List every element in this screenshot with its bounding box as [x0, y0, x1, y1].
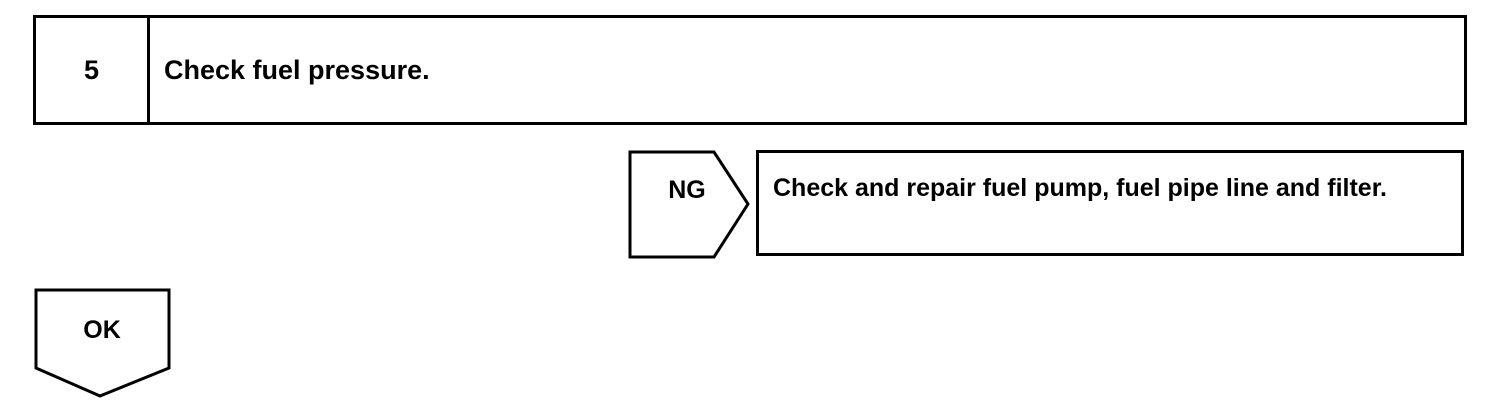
step-number: 5: [36, 18, 150, 122]
step-box: 5 Check fuel pressure.: [33, 15, 1467, 125]
ok-label: OK: [83, 316, 121, 344]
ng-arrow-shape: [628, 150, 750, 259]
ok-arrow-shape: [34, 288, 171, 398]
ng-action-text: Check and repair fuel pump, fuel pipe li…: [773, 174, 1388, 202]
ng-label: NG: [668, 176, 706, 204]
ng-action-box: Check and repair fuel pump, fuel pipe li…: [756, 150, 1464, 256]
step-title: Check fuel pressure.: [164, 54, 430, 85]
